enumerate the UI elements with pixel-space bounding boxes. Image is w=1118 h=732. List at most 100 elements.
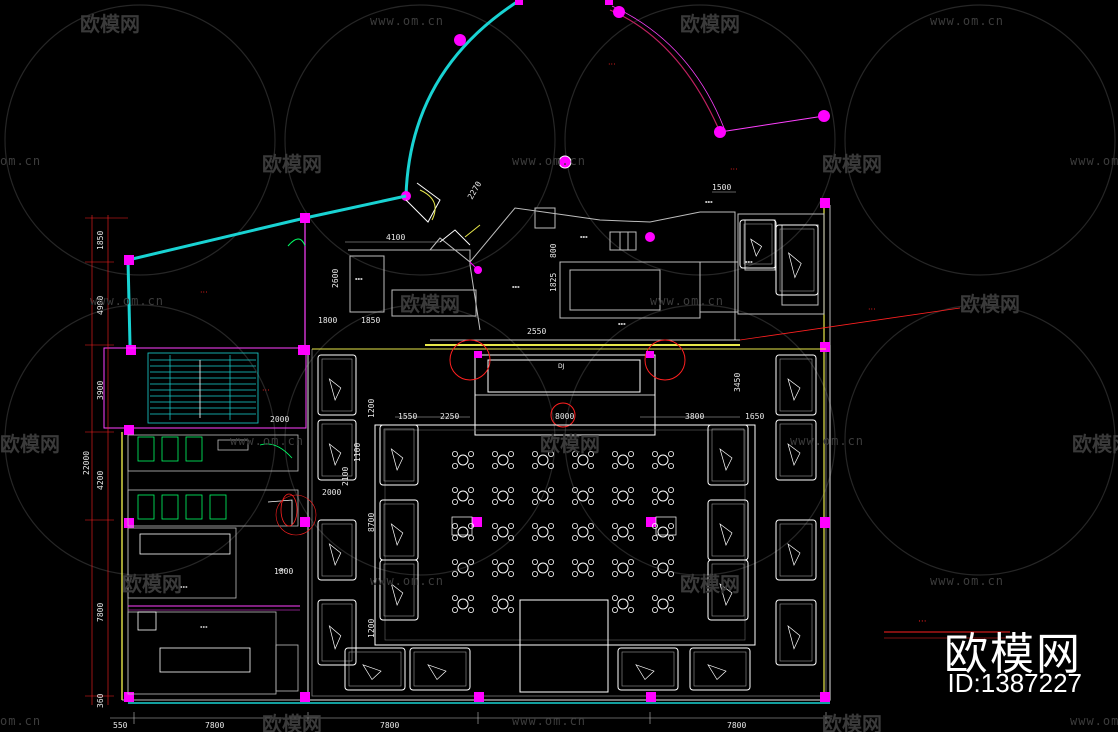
outer-walls: [121, 198, 831, 704]
dim-1550: 1550: [398, 412, 417, 421]
dim-left-360: 360: [96, 693, 105, 708]
dim-1500: 1500: [712, 183, 731, 192]
dim-left-22000: 22000: [82, 451, 91, 475]
watermark-brand: 欧模网: [680, 12, 740, 36]
cocktail-table: [491, 595, 514, 614]
booth: [409, 647, 471, 691]
booth: [317, 519, 357, 581]
annotation-leader: ··· ··· ···: [200, 288, 1010, 639]
watermark-brand: 欧模网: [822, 152, 882, 176]
cocktail-table: [491, 523, 514, 542]
watermark-url: om.cn: [0, 154, 42, 168]
cocktail-table: [572, 450, 595, 469]
cocktail-table: [491, 559, 514, 578]
cocktail-table: [652, 559, 675, 578]
dim-left-3900: 3900: [96, 381, 105, 400]
restrooms-vip: ··· ··· ···: [127, 434, 317, 695]
booth: [707, 424, 749, 486]
cocktail-table: [451, 486, 474, 505]
dim-1850: 1850: [361, 316, 380, 325]
cocktail-table: [612, 486, 635, 505]
booth-seating: [317, 219, 819, 691]
booth: [775, 419, 817, 481]
cocktail-table: [652, 486, 675, 505]
watermark-url: www.om.cn: [370, 574, 445, 588]
booth: [689, 647, 751, 691]
svg-text:···: ···: [580, 233, 588, 242]
dim-3450: 3450: [733, 373, 742, 392]
svg-text:···: ···: [180, 583, 188, 592]
watermark-circles: [4, 4, 1116, 576]
dim-left-1850: 1850: [96, 231, 105, 250]
watermark-url: www.om.cn: [512, 154, 587, 168]
watermark-brand: 欧模网: [400, 292, 460, 316]
column-node: [818, 110, 830, 122]
dim-left-4900: 4900: [96, 296, 105, 315]
svg-text:···: ···: [278, 566, 286, 575]
dance-floor: [374, 424, 756, 693]
watermark-brand: 欧模网: [1072, 432, 1118, 456]
cocktail-table: [532, 450, 555, 469]
svg-text:···: ···: [730, 165, 738, 174]
brand-logo-text: 欧模网: [944, 629, 1082, 680]
dim-2250: 2250: [440, 412, 459, 421]
cocktail-table: [451, 523, 474, 542]
watermark-brand: 欧模网: [262, 152, 322, 176]
booth: [617, 647, 679, 691]
booth: [379, 424, 419, 486]
watermark-url: om.cn: [0, 714, 42, 728]
dim-7800-a: 7800: [205, 721, 224, 730]
svg-text:···: ···: [705, 198, 713, 207]
dim-1800-b: 1800: [274, 567, 293, 576]
dim-left-7800: 7800: [96, 603, 105, 622]
watermark-brand: 欧模网: [540, 432, 600, 456]
booth: [775, 599, 817, 666]
watermark-url: www.om.cn: [930, 574, 1005, 588]
svg-text:···: ···: [200, 288, 208, 297]
stair-core: ···: [103, 347, 307, 429]
dim-8000: 8000: [555, 412, 574, 421]
dim-1200-b: 1200: [367, 619, 376, 638]
dim-1650: 1650: [745, 412, 764, 421]
booth: [775, 519, 817, 581]
dim-8700: 8700: [367, 513, 376, 532]
dj-label: DJ: [558, 363, 565, 370]
dim-800: 800: [549, 243, 558, 258]
cocktail-table: [572, 486, 595, 505]
dim-3800: 3800: [685, 412, 704, 421]
cocktail-table: [652, 523, 675, 542]
column-node: [454, 34, 466, 46]
cocktail-table: [532, 523, 555, 542]
terrace-wall: [124, 194, 407, 355]
cocktail-table: [612, 450, 635, 469]
dim-left-4200: 4200: [96, 471, 105, 490]
watermark-url: www.om.cn: [1070, 714, 1118, 728]
dim-door-2270: 2270: [466, 180, 484, 201]
dim-1825: 1825: [549, 273, 558, 292]
booth: [317, 354, 357, 416]
watermark-url: www.om.cn: [790, 434, 865, 448]
watermark-url: www.om.cn: [512, 714, 587, 728]
cocktail-table: [612, 595, 635, 614]
watermark-brand: 欧模网: [680, 572, 740, 596]
dim-550: 550: [113, 721, 128, 730]
booth: [317, 419, 357, 481]
cocktail-table: [612, 559, 635, 578]
cocktail-table: [451, 559, 474, 578]
watermark-brand: 欧模网: [122, 572, 182, 596]
svg-text:···: ···: [355, 275, 363, 284]
dimension-texts-vertical: 1850 4900 3900 22000 4200 7800 360 2600 …: [82, 180, 742, 708]
watermark-url: www.om.cn: [1070, 154, 1118, 168]
watermark-url: www.om.cn: [90, 294, 165, 308]
booth: [317, 599, 357, 666]
cocktail-table: [532, 486, 555, 505]
dim-1200-a: 1200: [367, 399, 376, 418]
booth: [775, 224, 819, 296]
watermark-url: www.om.cn: [650, 294, 725, 308]
booth: [379, 499, 419, 561]
watermark-url: www.om.cn: [930, 14, 1005, 28]
svg-text:···: ···: [262, 386, 270, 395]
watermark-url: www.om.cn: [230, 434, 305, 448]
columns: [300, 345, 830, 527]
